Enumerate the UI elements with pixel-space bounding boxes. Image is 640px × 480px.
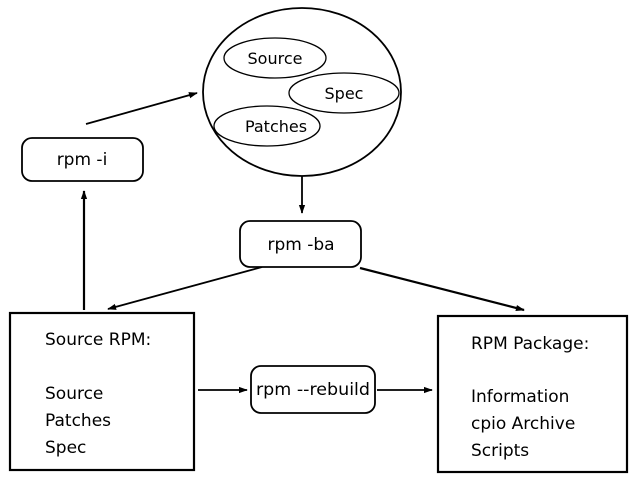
rpm-rebuild-box: [250, 365, 376, 414]
spec-bubble-label: Spec: [325, 84, 364, 103]
rpm-package-line-scripts: Scripts: [471, 441, 529, 461]
rpm-rebuild-label: rpm --rebuild: [256, 380, 370, 400]
source-rpm-node: Source RPM: Source Patches Spec: [8, 311, 196, 472]
source-tree-node: Source Spec Patches: [202, 7, 402, 177]
edge-rpm-ba-to-rpm-package: [359, 266, 525, 312]
edge-rpm-i-to-source-tree: [85, 92, 198, 125]
rpm-package-node: RPM Package: Information cpio Archive Sc…: [436, 314, 629, 474]
source-rpm-box: [8, 311, 196, 472]
rpm-i-box: [21, 137, 144, 182]
patches-bubble: [213, 105, 321, 147]
rpm-rebuild-node: rpm --rebuild: [250, 365, 376, 414]
source-rpm-line-source: Source: [45, 384, 103, 404]
edge-rpm-ba-to-source-rpm: [107, 266, 263, 310]
rpm-package-line-cpio-archive: cpio Archive: [471, 414, 575, 434]
source-rpm-line-spec: Spec: [45, 438, 86, 458]
source-rpm-line-patches: Patches: [45, 411, 111, 431]
rpm-ba-box: [239, 220, 362, 268]
patches-bubble-label: Patches: [245, 117, 307, 136]
rpm-package-title: RPM Package:: [471, 334, 589, 354]
edges: [80, 92, 525, 394]
rpm-i-label: rpm -i: [57, 150, 108, 170]
rpm-ba-node: rpm -ba: [239, 220, 362, 268]
spec-bubble: [288, 72, 400, 114]
rpm-ba-label: rpm -ba: [267, 235, 334, 255]
rpm-i-node: rpm -i: [21, 137, 144, 182]
source-bubble: [223, 37, 327, 79]
rpm-package-line-information: Information: [471, 387, 569, 407]
source-bubble-label: Source: [248, 49, 303, 68]
rpm-package-box: [436, 314, 629, 474]
source-rpm-title: Source RPM:: [45, 330, 151, 350]
